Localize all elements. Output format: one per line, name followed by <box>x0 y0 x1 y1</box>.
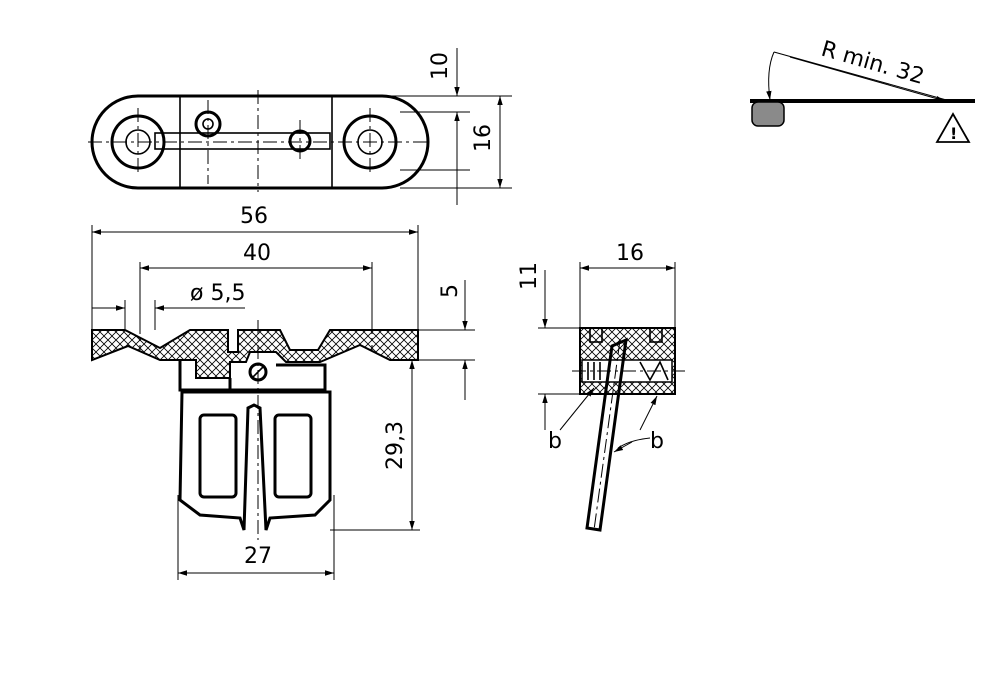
dimension-16-side-label: 16 <box>616 241 644 266</box>
dimension-10: 10 <box>380 48 470 205</box>
radius-detail: R min. 32 ! <box>750 37 975 143</box>
dimension-11-label: 11 <box>517 262 542 290</box>
front-view-base-plate <box>91 329 419 379</box>
top-view-spring <box>154 132 331 150</box>
dimension-11: 11 <box>517 262 580 430</box>
dimension-diameter: ø 5,5 <box>92 281 245 330</box>
front-view-housing <box>178 360 327 392</box>
top-view <box>88 90 430 192</box>
front-view <box>91 320 419 540</box>
side-view-tongue <box>585 337 628 532</box>
side-view <box>572 327 685 532</box>
dimension-56-label: 56 <box>240 204 268 229</box>
label-b-left-group: b <box>548 387 595 454</box>
label-b-right-group: b <box>613 395 664 454</box>
dimension-5: 5 <box>418 280 475 400</box>
dimension-40-label: 40 <box>243 241 271 266</box>
front-view-window-right <box>273 413 313 499</box>
dimension-56: 56 <box>91 204 419 330</box>
dimension-diameter-label: ø 5,5 <box>190 281 245 306</box>
dimension-29-3-label: 29,3 <box>383 421 408 470</box>
dimension-5-label: 5 <box>438 284 463 298</box>
radius-pulley <box>751 101 785 127</box>
front-view-tongue <box>178 390 332 531</box>
dimension-16-side: 16 <box>579 241 676 328</box>
dimension-16-top-label: 16 <box>471 124 496 152</box>
warning-symbol: ! <box>950 124 957 143</box>
warning-triangle-icon: ! <box>935 112 971 143</box>
dimension-10-label: 10 <box>428 52 453 80</box>
dimension-29-3: 29,3 <box>330 360 420 531</box>
front-view-window-left <box>198 413 238 499</box>
dimension-16-top: 16 <box>400 95 512 189</box>
dimension-27: 27 <box>177 495 335 580</box>
dimension-27-label: 27 <box>244 544 272 569</box>
dimension-40: 40 <box>139 241 373 330</box>
label-b-right: b <box>650 429 664 454</box>
radius-label: R min. 32 <box>818 37 927 90</box>
label-b-left: b <box>548 429 562 454</box>
